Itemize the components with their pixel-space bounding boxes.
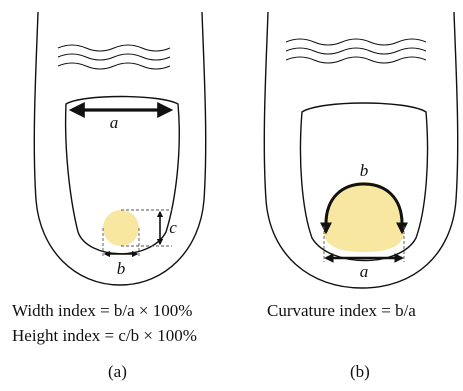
panel-a-dashed-guides xyxy=(102,209,172,258)
panel-a-lunula xyxy=(103,210,139,246)
panel-b-lunula xyxy=(324,182,404,252)
panel-b-drawing: b a xyxy=(263,11,459,289)
panel-b-dashed-guides xyxy=(323,226,405,262)
panel-a-label-c: c xyxy=(169,218,177,237)
panel-a-label-b: b xyxy=(117,259,126,278)
panel-b-label-b: b xyxy=(360,161,369,180)
panel-a-skin-creases xyxy=(57,44,171,70)
panel-a-caption-height-index: Height index = c/b × 100% xyxy=(12,326,197,345)
panel-a-drawing: a c b xyxy=(33,11,207,286)
panel-b-finger-outline xyxy=(263,11,459,289)
panel-b-skin-creases xyxy=(285,38,427,64)
panel-a-label-a: a xyxy=(110,113,119,132)
panel-a-sublabel: (a) xyxy=(108,362,127,381)
panel-b-label-a: a xyxy=(360,262,369,281)
panel-a-caption-width-index: Width index = b/a × 100% xyxy=(12,301,193,320)
panel-b-curvature-arc xyxy=(320,182,408,235)
panel-b-caption-curvature-index: Curvature index = b/a xyxy=(267,301,416,320)
panel-b-sublabel: (b) xyxy=(350,362,370,381)
panel-a-finger-outline xyxy=(33,11,207,286)
panel-b-nail-outline xyxy=(299,102,429,262)
panel-a-nail-outline xyxy=(64,95,180,255)
